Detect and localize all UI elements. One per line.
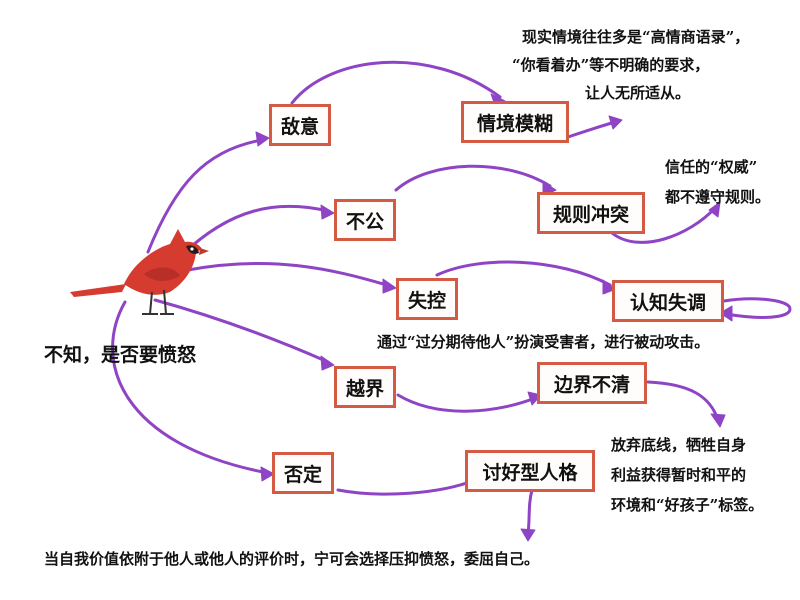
arrow-yuejie-bianjie <box>396 393 537 413</box>
node-fouding: 否定 <box>272 452 334 494</box>
arrow-root-shikong <box>186 261 392 288</box>
arrowhead <box>255 131 270 147</box>
arrow-root-yuejie <box>153 298 330 364</box>
note-taohao: 当自我价值依附于他人或他人的评价时，宁可会选择压抑愤怒，委屈自己。 <box>44 550 540 568</box>
arrow-qingjing-note <box>566 120 617 139</box>
node-diyi: 敌意 <box>269 104 331 146</box>
cardinal-bird-icon <box>70 229 209 315</box>
arrowhead <box>320 355 335 371</box>
arrowhead <box>520 528 536 542</box>
center-label: 不知，是否要愤怒 <box>44 344 197 366</box>
node-bugong: 不公 <box>334 199 396 241</box>
arrow-renzhi-loop <box>722 297 792 319</box>
arrow-bugong-guize <box>394 164 552 192</box>
arrowhead <box>719 305 733 322</box>
note-bianjie-line-1: 放弃底线，牺牲自身 <box>611 436 747 454</box>
arrow-diyi-qingjing <box>290 60 502 105</box>
arrow-shikong-renzhi <box>435 260 612 287</box>
arrowhead <box>382 278 397 294</box>
arrow-guize-note <box>610 206 717 244</box>
arrowhead <box>320 204 335 220</box>
node-renzhi: 认知失调 <box>612 280 724 322</box>
node-guize: 规则冲突 <box>537 192 645 234</box>
arrow-bianjie-note <box>646 380 720 422</box>
node-bianjie: 边界不清 <box>537 362 647 404</box>
note-guize-line-1: 信任的“权威” <box>665 158 758 176</box>
arrow-root-fouding <box>111 300 270 475</box>
note-renzhi: 通过“过分期待他人”扮演受害者，进行被动攻击。 <box>377 333 710 351</box>
arrowhead <box>260 466 275 482</box>
arrow-taohao-note <box>526 488 534 536</box>
node-yuejie: 越界 <box>334 366 396 408</box>
node-taohao: 讨好型人格 <box>465 450 595 492</box>
arrowhead <box>710 413 726 428</box>
note-guize-line-2: 都不遵守规则。 <box>665 188 771 206</box>
note-bianjie-line-2: 利益获得暂时和平的 <box>611 466 747 484</box>
arrowhead <box>608 115 623 130</box>
arrow-fouding-taohao <box>336 478 477 496</box>
arrowhead <box>602 279 617 295</box>
arrowhead <box>708 201 721 218</box>
note-qingjing-line-2: “你看着办”等不明确的要求， <box>512 56 710 74</box>
note-qingjing-line-3: 让人无所适从。 <box>585 84 691 102</box>
node-shikong: 失控 <box>396 278 458 320</box>
note-qingjing-line-1: 现实情境往往多是“高情商语录”， <box>522 28 750 46</box>
arrow-root-diyi <box>146 138 264 254</box>
node-qingjing: 情境模糊 <box>461 101 569 143</box>
note-bianjie-line-3: 环境和“好孩子”标签。 <box>611 496 764 514</box>
